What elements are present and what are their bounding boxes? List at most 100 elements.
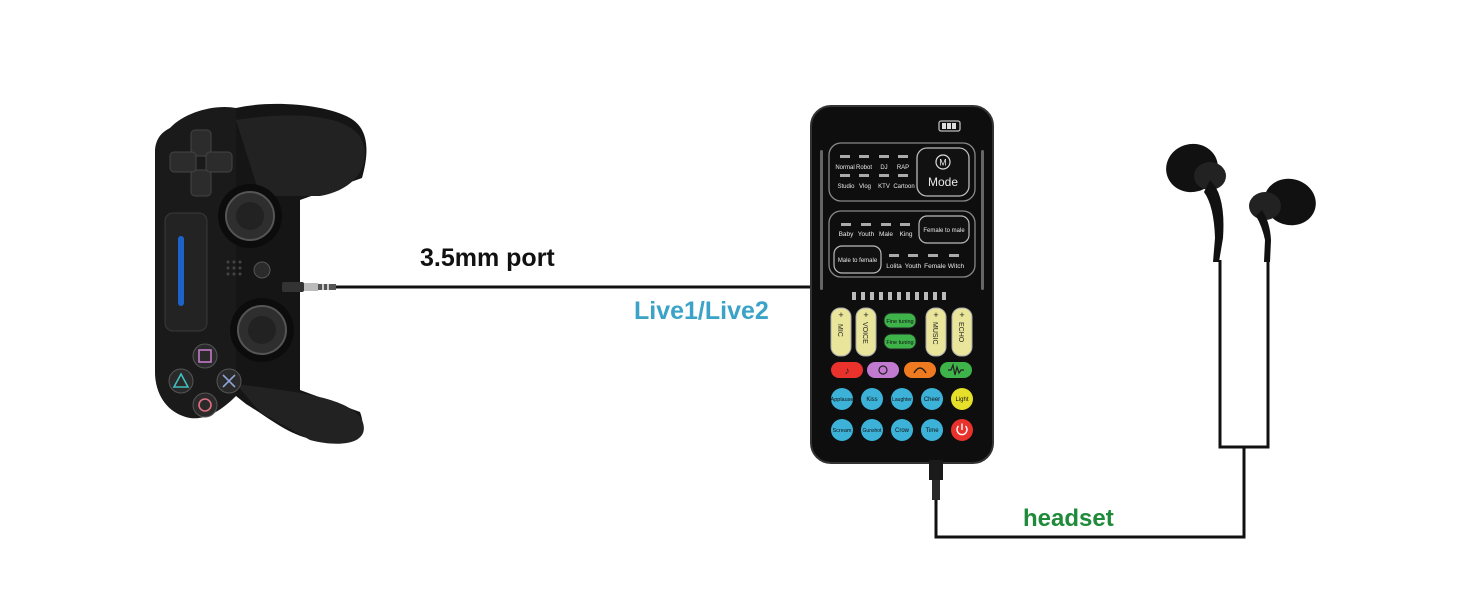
- svg-text:Crow: Crow: [895, 428, 910, 434]
- monster-effect-button[interactable]: [904, 362, 936, 378]
- device-jack-plug: [929, 460, 943, 500]
- mode-label: Robot: [856, 165, 872, 171]
- svg-text:Male to female: Male to female: [838, 258, 878, 264]
- headset-y-split: [1218, 258, 1270, 449]
- speaker-grille: [226, 260, 242, 276]
- sound-label: Cheer: [924, 397, 940, 403]
- svg-text:Witch: Witch: [948, 263, 965, 270]
- sound-label: Crow: [895, 428, 910, 434]
- dpad-icon: [169, 129, 233, 197]
- scream-button[interactable]: Scream: [831, 419, 853, 441]
- mic-slider[interactable]: + MIC: [830, 307, 852, 357]
- applause-button[interactable]: Applause: [831, 388, 854, 410]
- mode-label: Cartoon: [893, 184, 914, 190]
- sound-label: Time: [925, 428, 939, 434]
- mode-indicators-row2: [840, 174, 908, 177]
- voice-label: Female: [924, 263, 946, 270]
- svg-text:Cartoon: Cartoon: [893, 184, 914, 190]
- gunshot-button[interactable]: Gunshot: [861, 419, 883, 441]
- crow-button[interactable]: Crow: [891, 419, 913, 441]
- mode-label: Vlog: [859, 184, 871, 190]
- voice-label: Male: [879, 231, 893, 238]
- sound-label: Gunshot: [863, 428, 883, 434]
- svg-text:Youth: Youth: [905, 263, 922, 270]
- male-to-female-label: Male to female: [838, 258, 878, 264]
- svg-text:Normal: Normal: [835, 165, 854, 171]
- voice-panel: [828, 210, 976, 278]
- fine-tuning-down-button[interactable]: Fine tuning: [883, 333, 917, 350]
- fine-tuning-label: Fine tuning: [886, 340, 913, 346]
- svg-text:Gunshot: Gunshot: [863, 428, 883, 434]
- mode-panel: [828, 142, 976, 202]
- svg-text:MUSIC: MUSIC: [931, 322, 938, 345]
- waveform-effect-button[interactable]: [940, 362, 972, 378]
- svg-text:Youth: Youth: [858, 231, 875, 238]
- voice-label: King: [899, 231, 912, 238]
- cheer-button[interactable]: Cheer: [921, 388, 943, 410]
- light-button[interactable]: Light: [951, 388, 973, 410]
- level-meter: [852, 292, 946, 300]
- svg-text:Male: Male: [879, 231, 893, 238]
- game-controller: [155, 103, 367, 444]
- sound-label: Light: [955, 397, 968, 403]
- jack-plug-icon: [282, 282, 336, 292]
- music-effect-button[interactable]: ♪: [831, 362, 863, 378]
- cable-device-to-headset: [934, 447, 1246, 539]
- sound-label: Scream: [833, 428, 852, 434]
- left-light-strip: [820, 150, 823, 290]
- svg-text:Mode: Mode: [928, 175, 958, 189]
- baby-effect-button[interactable]: [867, 362, 899, 378]
- mode-label: Studio: [837, 184, 855, 190]
- voice-slider[interactable]: + VOICE: [855, 307, 877, 357]
- left-stick-icon: [218, 184, 282, 248]
- port-label: 3.5mm port: [420, 244, 555, 272]
- svg-text:Applause: Applause: [831, 397, 854, 403]
- mode-label: RAP: [897, 165, 909, 171]
- mode-m-icon: [935, 154, 951, 170]
- touchpad: [164, 212, 208, 332]
- sound-label: Applause: [831, 397, 854, 403]
- female-to-male-button[interactable]: Female to male: [918, 215, 970, 244]
- laughter-button[interactable]: Laughter: [891, 388, 913, 410]
- svg-text:Studio: Studio: [837, 184, 855, 190]
- headset-label: headset: [1023, 505, 1114, 532]
- voice-label: Lolita: [886, 263, 902, 270]
- right-stick-icon: [230, 298, 294, 362]
- right-earbud-icon: [1249, 178, 1316, 262]
- svg-text:Vlog: Vlog: [859, 184, 871, 190]
- music-note-icon: ♪: [845, 366, 850, 377]
- svg-text:Light: Light: [955, 397, 968, 403]
- male-to-female-button[interactable]: Male to female: [833, 245, 882, 274]
- slider-label: VOICE: [861, 322, 868, 344]
- square-button-icon: [192, 343, 218, 369]
- baby-icon: [878, 365, 888, 375]
- svg-text:Cheer: Cheer: [924, 397, 940, 403]
- light-bar: [178, 236, 184, 306]
- voice-label: Youth: [858, 231, 875, 238]
- power-button[interactable]: [951, 419, 973, 441]
- svg-text:Robot: Robot: [856, 165, 872, 171]
- svg-text:Female to male: Female to male: [923, 228, 965, 234]
- slider-label: MIC: [836, 324, 843, 337]
- echo-slider[interactable]: + ECHO: [951, 307, 973, 357]
- mode-icon-letter: M: [939, 158, 947, 168]
- kiss-button[interactable]: Kiss: [861, 388, 883, 410]
- mode-label: KTV: [878, 184, 890, 190]
- time-button[interactable]: Time: [921, 419, 943, 441]
- sound-label: Laughter: [892, 397, 912, 403]
- svg-text:DJ: DJ: [880, 165, 887, 171]
- voice-indicators-row2: [889, 254, 959, 257]
- svg-text:Fine tuning: Fine tuning: [886, 340, 913, 346]
- voice-indicators-row1: [841, 223, 910, 226]
- mode-label: DJ: [880, 165, 887, 171]
- fine-tuning-up-button[interactable]: Fine tuning: [883, 312, 917, 329]
- music-slider[interactable]: + MUSIC: [925, 307, 947, 357]
- mode-button[interactable]: M Mode: [916, 147, 970, 197]
- live-label: Live1/Live2: [634, 297, 769, 325]
- mode-button-label: Mode: [928, 175, 958, 189]
- voice-label: Witch: [948, 263, 965, 270]
- svg-text:Laughter: Laughter: [892, 397, 912, 403]
- svg-text:+: +: [959, 310, 964, 320]
- svg-text:Time: Time: [925, 428, 939, 434]
